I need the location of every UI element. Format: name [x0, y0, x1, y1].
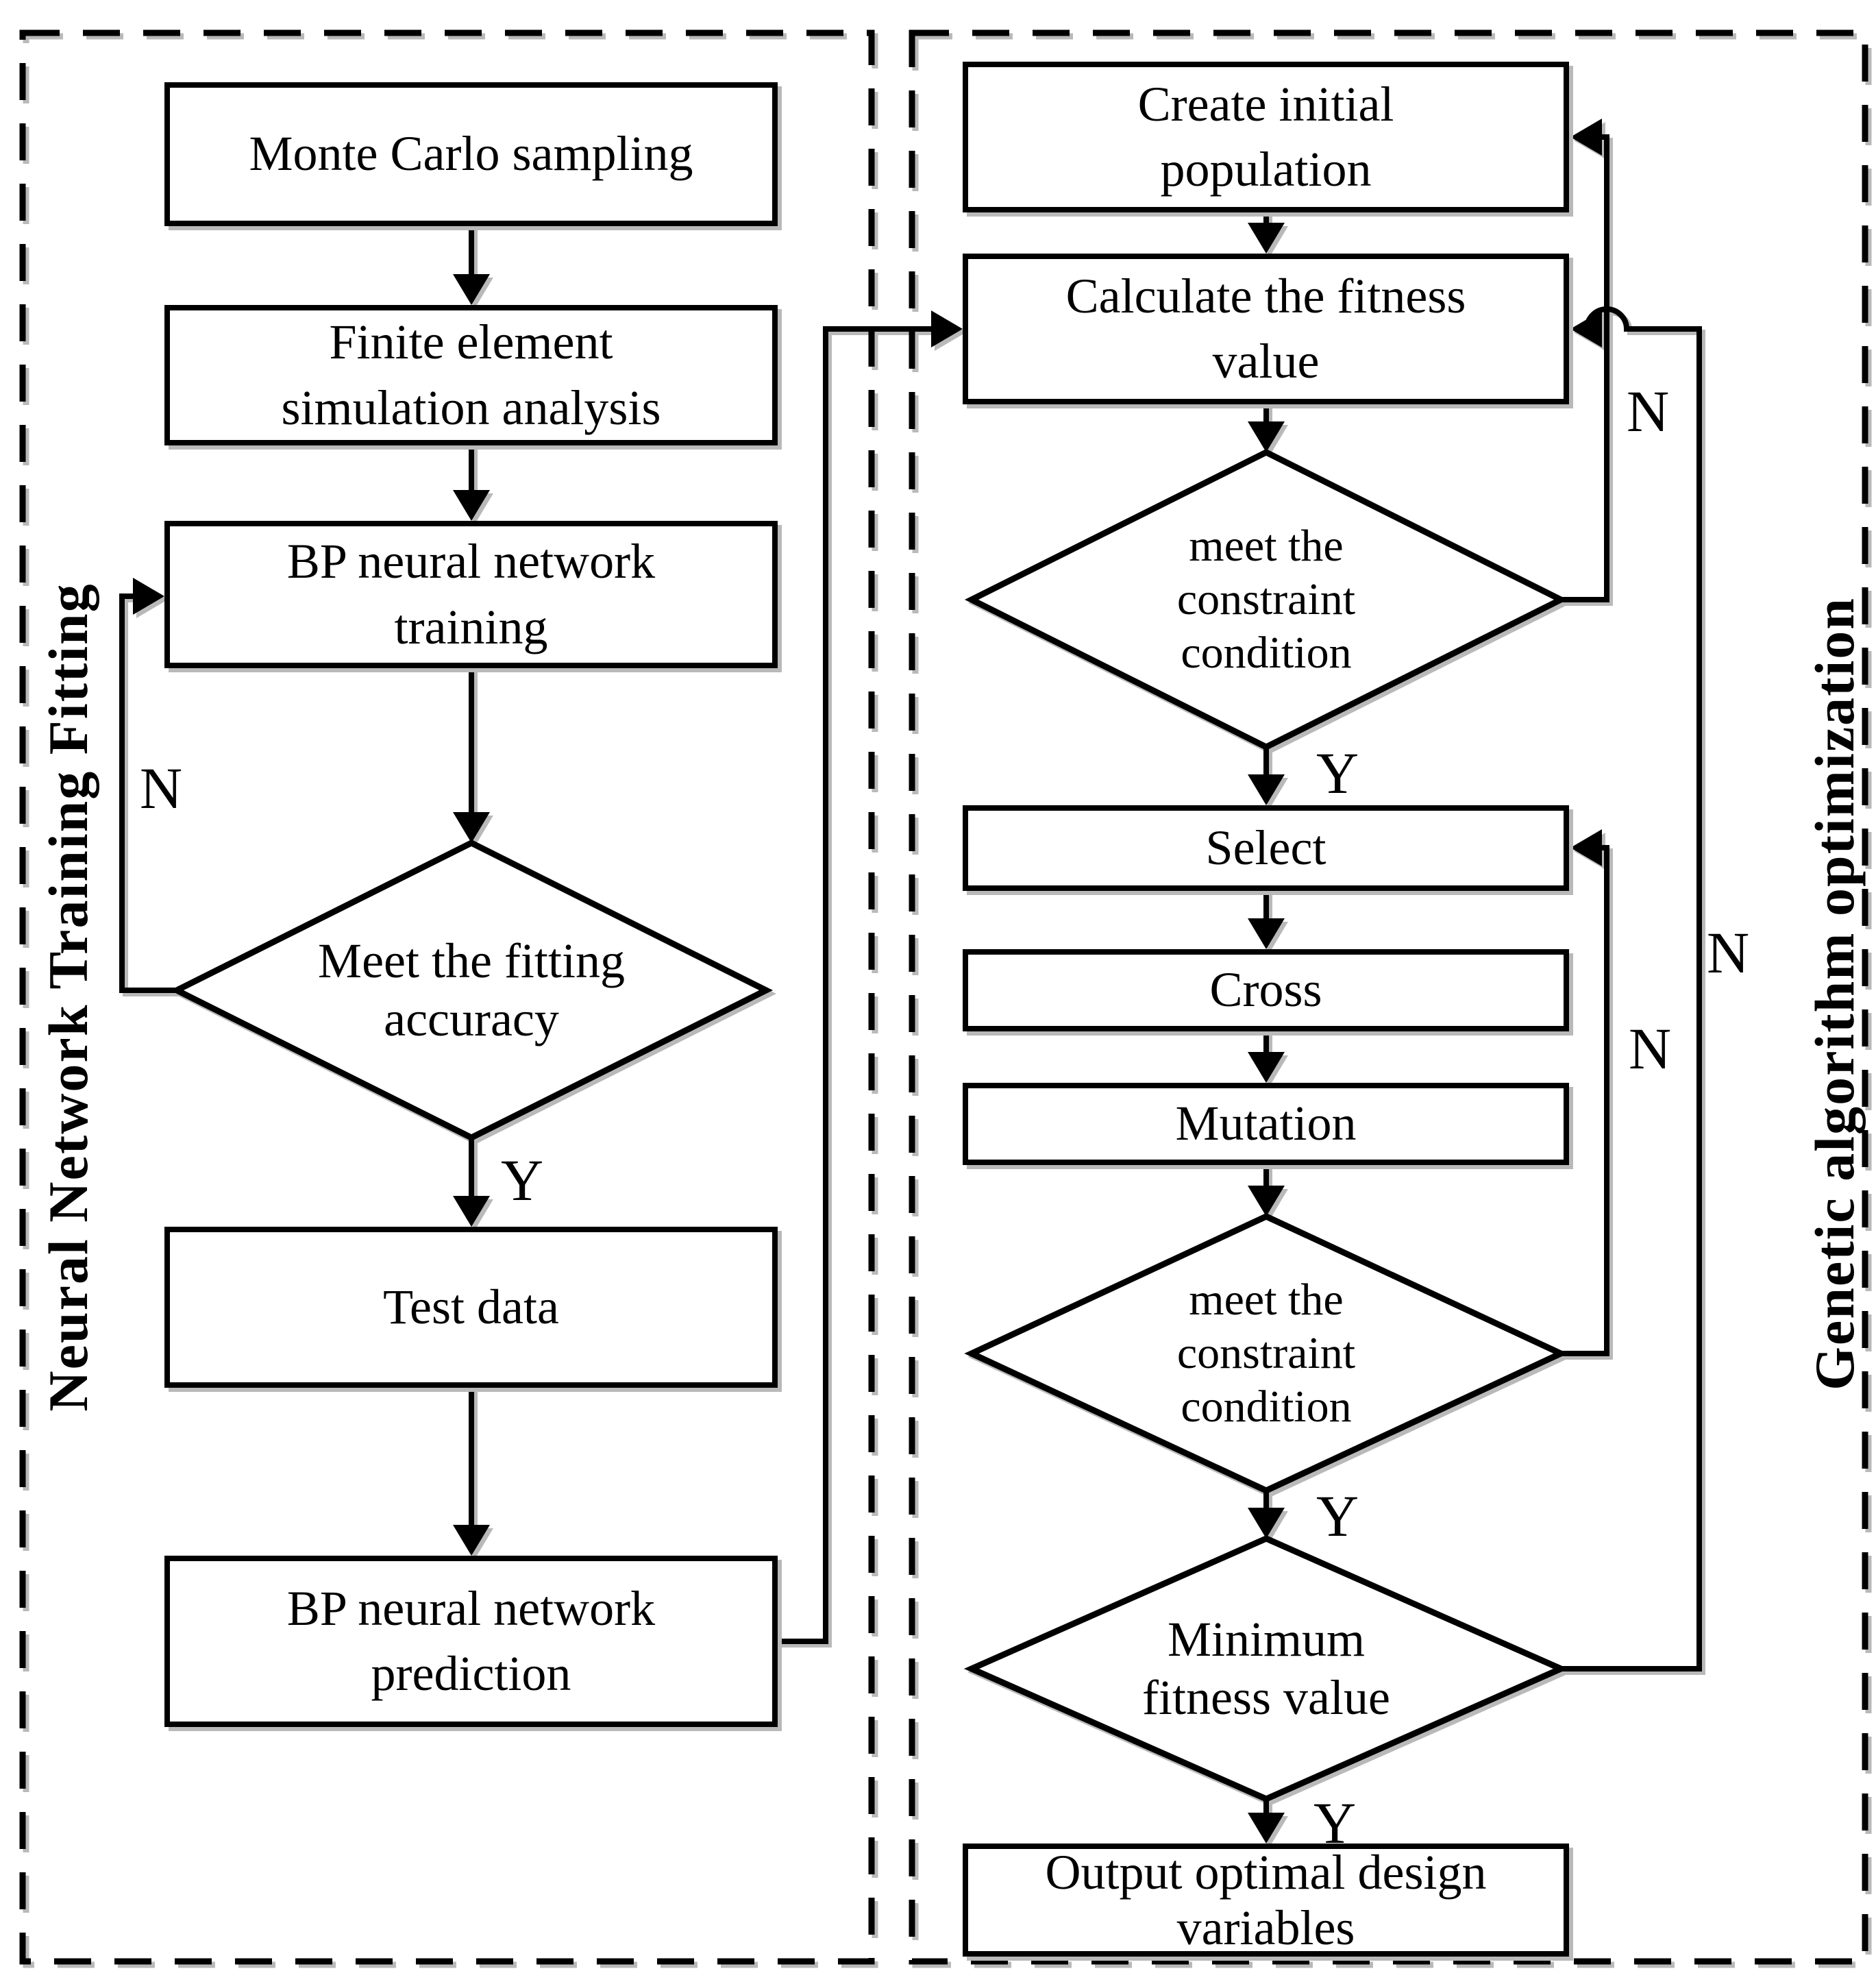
loop-constraint1-no — [1561, 119, 1609, 602]
edge-label-constraint1-yes: Y — [1316, 740, 1359, 806]
edge-label-fitting-yes: Y — [500, 1147, 544, 1213]
arrow-test-to-prediction — [453, 1388, 490, 1556]
arrow-constraint2-yes-to-minimum — [1248, 1491, 1285, 1539]
decision-constraint1-shape — [964, 448, 1568, 751]
node-finite-element-simulation: Finite element simulation analysis — [164, 305, 778, 445]
decision-constraint2-shape — [964, 1213, 1568, 1494]
node-bp-network-training: BP neural network training — [164, 521, 778, 668]
section-label-genetic-algorithm-optimization: Genetic algorithm optimization — [1803, 597, 1866, 1391]
loop-constraint2-no — [1561, 829, 1609, 1356]
node-output-optimal-design: Output optimal design variables — [963, 1844, 1569, 1957]
arrow-minimum-yes-to-output — [1248, 1799, 1285, 1844]
decision-constraint1-label: meet the constraint condition — [1176, 521, 1356, 678]
node-cross: Cross — [963, 949, 1569, 1031]
loop-fitting-no — [119, 578, 177, 993]
edge-label-fitting-no: N — [139, 755, 183, 821]
edge-label-constraint1-no: N — [1626, 378, 1670, 444]
node-mutation: Mutation — [963, 1083, 1569, 1165]
arrow-mutation-to-constraint2 — [1248, 1165, 1285, 1216]
edge-label-constraint2-yes: Y — [1316, 1483, 1359, 1549]
decision-minimum-fitness-shape — [963, 1535, 1569, 1802]
arrow-constraint1-yes-to-select — [1248, 747, 1285, 805]
decision-fitting-accuracy-shape — [169, 839, 774, 1142]
decision-constraint2-label: meet the constraint condition — [1176, 1275, 1356, 1432]
arrow-finite-to-training — [453, 445, 490, 521]
decision-fitting-accuracy-label: Meet the fitting accuracy — [318, 933, 625, 1046]
edge-label-minimum-no: N — [1706, 920, 1750, 985]
node-test-data: Test data — [164, 1227, 778, 1388]
connector-prediction-to-fitness — [778, 310, 963, 1644]
arrow-calculate-to-constraint1 — [1248, 404, 1285, 452]
left-panel-dashed-border — [19, 29, 875, 1965]
node-monte-carlo-sampling: Monte Carlo sampling — [164, 82, 778, 226]
decision-minimum-fitness-label: Minimum fitness value — [1142, 1612, 1390, 1725]
arrow-select-to-cross — [1248, 891, 1285, 949]
arrow-fitting-yes-to-test — [453, 1138, 490, 1227]
node-bp-network-prediction: BP neural network prediction — [164, 1556, 778, 1727]
edge-label-constraint2-no: N — [1628, 1016, 1672, 1081]
arrow-create-to-calculate — [1248, 212, 1285, 254]
loop-minimum-no — [1561, 306, 1702, 1671]
right-panel-dashed-border — [909, 29, 1868, 1965]
arrow-cross-to-mutation — [1248, 1031, 1285, 1083]
edge-label-minimum-yes: Y — [1313, 1790, 1357, 1856]
arrow-training-to-fitting-decision — [453, 668, 490, 843]
section-label-neural-network-training-fitting: Neural Network Training Fitting — [37, 583, 99, 1412]
node-select: Select — [963, 805, 1569, 891]
node-create-initial-population: Create initial population — [963, 62, 1569, 212]
arrow-monte-to-finite — [453, 226, 490, 305]
node-calculate-fitness-value: Calculate the fitness value — [963, 254, 1569, 404]
